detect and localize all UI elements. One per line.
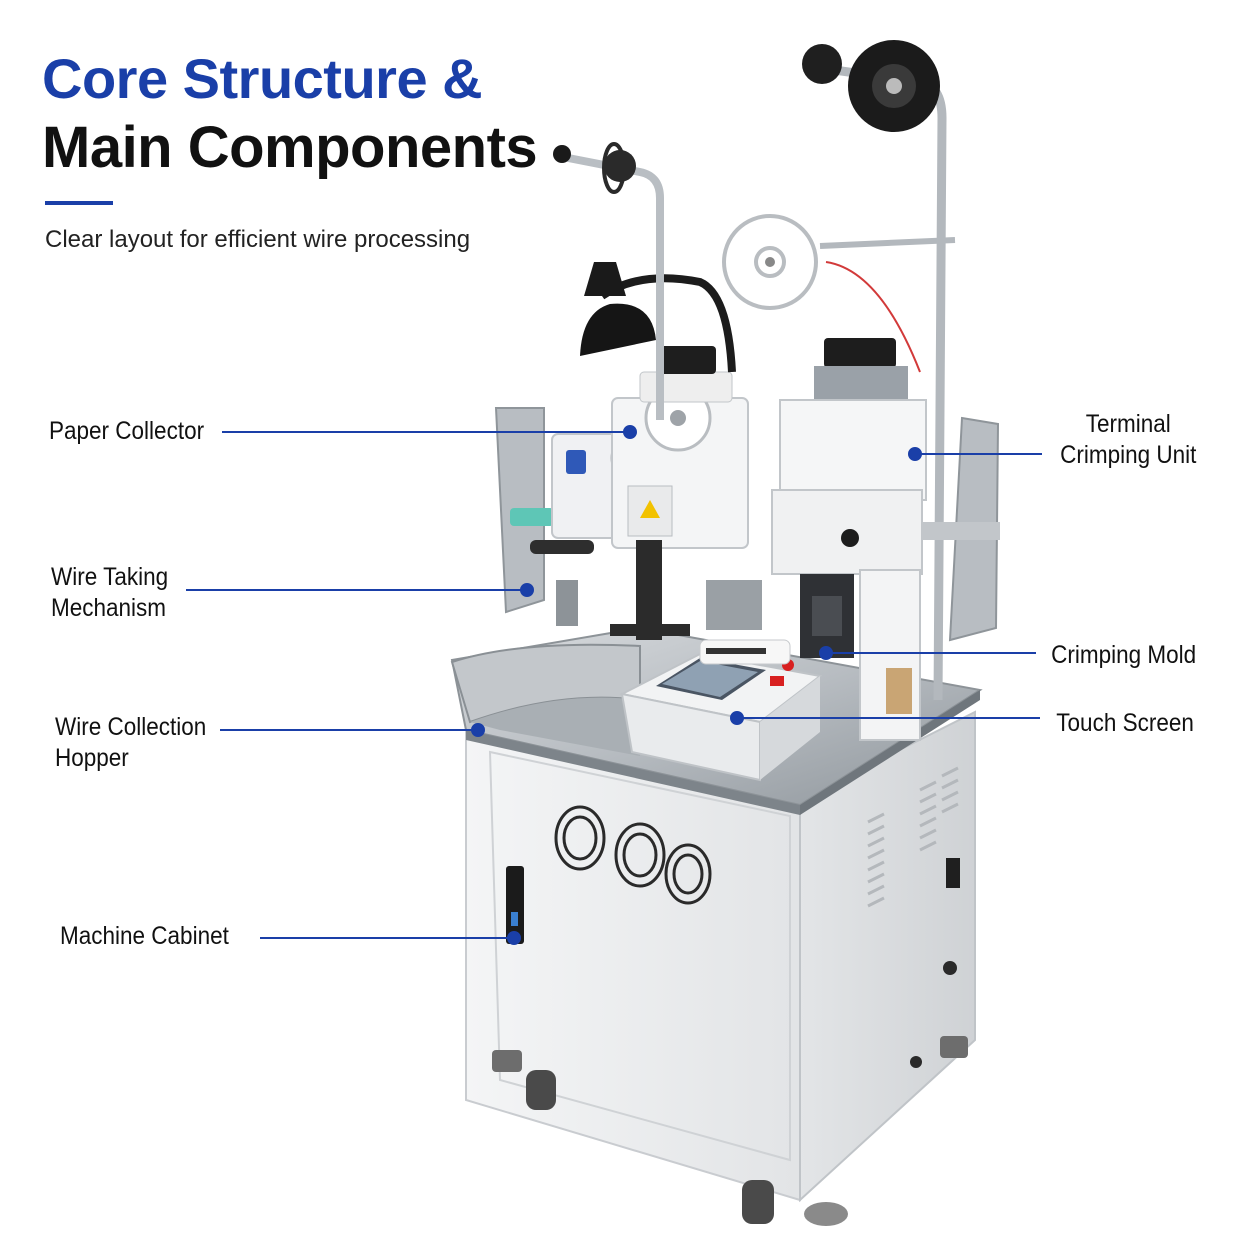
- title-line-2: Main Components: [42, 115, 538, 180]
- left-spool-stand: [553, 142, 664, 420]
- subtitle: Clear layout for efficient wire processi…: [45, 226, 471, 253]
- wire-taking-mechanism: [530, 540, 762, 630]
- label-crimping-mold: Crimping Mold: [1050, 641, 1196, 669]
- title-underline: [45, 201, 113, 205]
- label-wire-taking-mechanism: Wire Taking Mechanism: [51, 563, 169, 622]
- touch-screen-console: [619, 639, 823, 782]
- terminal-crimping-unit: [771, 338, 927, 741]
- label-machine-cabinet: Machine Cabinet: [60, 922, 229, 950]
- wire-collection-hopper: [450, 643, 641, 756]
- title-line-1: Core Structure &: [42, 47, 483, 110]
- casters: [492, 1036, 968, 1226]
- label-terminal-crimping-unit: Terminal Crimping Unit: [1059, 410, 1196, 469]
- side-louvres: [867, 766, 959, 908]
- fan-vents: [554, 805, 712, 905]
- label-paper-collector: Paper Collector: [49, 417, 205, 445]
- label-wire-collection-hopper: Wire Collection Hopper: [55, 713, 207, 772]
- right-spool-stand: [722, 40, 956, 701]
- work-lamp: [580, 262, 736, 373]
- label-touch-screen: Touch Screen: [1056, 709, 1194, 737]
- cabinet-handle: [506, 866, 524, 944]
